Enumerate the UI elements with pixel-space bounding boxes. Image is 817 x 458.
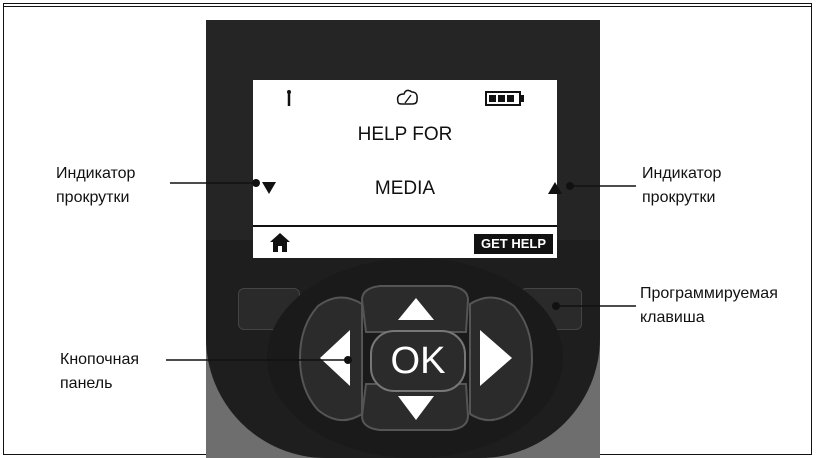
callout-scroll-left-line2: прокрутки (56, 186, 135, 210)
callout-scroll-left: Индикатор прокрутки (56, 162, 135, 210)
callout-scroll-right: Индикатор прокрутки (642, 162, 721, 210)
callout-softkey-line1: Программируемая (640, 282, 778, 306)
callout-keypad-line2: панель (60, 372, 139, 396)
callout-keypad: Кнопочная панель (60, 348, 139, 396)
callout-keypad-line1: Кнопочная (60, 348, 139, 372)
callout-scroll-right-line2: прокрутки (642, 186, 721, 210)
callout-scroll-left-line1: Индикатор (56, 162, 135, 186)
callout-softkey-line2: клавиша (640, 306, 778, 330)
callout-softkey: Программируемая клавиша (640, 282, 778, 330)
callout-scroll-right-line1: Индикатор (642, 162, 721, 186)
